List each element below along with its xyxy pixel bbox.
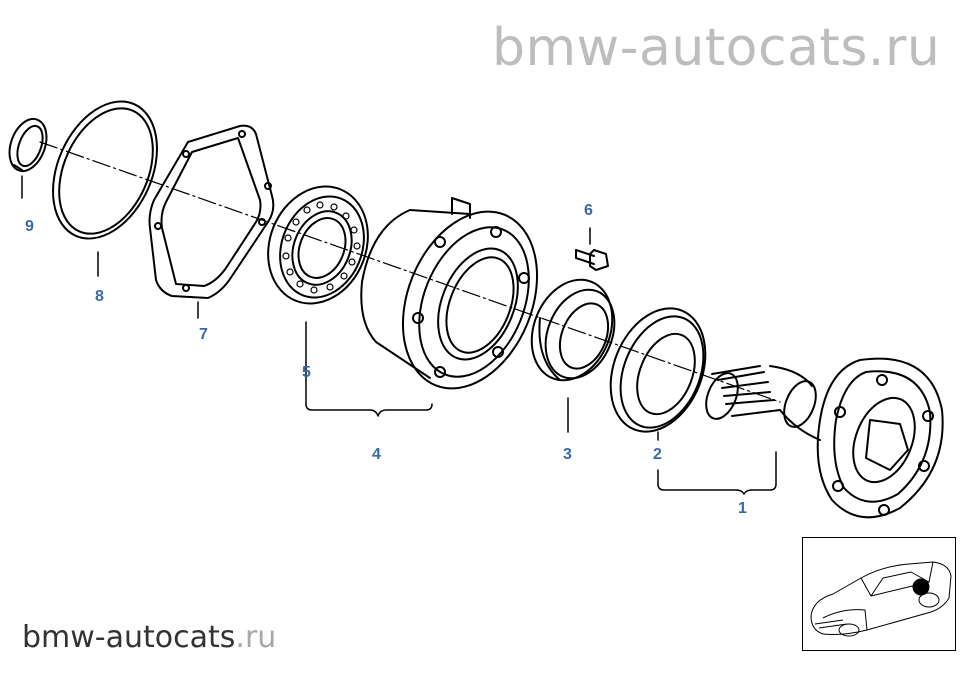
callout-6[interactable]: 6 (584, 202, 593, 219)
leader-lines (21, 175, 777, 495)
center-axis (39, 141, 781, 403)
callout-8[interactable]: 8 (95, 288, 104, 305)
callout-5[interactable]: 5 (302, 364, 311, 381)
watermark-bottom: bmw-autocats.ru (22, 620, 276, 655)
car-location-thumbnail (802, 537, 956, 651)
part-5-ball-bearing[interactable] (251, 171, 385, 318)
callout-9[interactable]: 9 (25, 218, 34, 235)
callout-3[interactable]: 3 (563, 446, 572, 463)
watermark-brand: bmw-autocats (22, 620, 236, 655)
part-3-shaft-seal[interactable] (517, 268, 627, 393)
watermark-tld: .ru (235, 620, 277, 655)
part-8-o-ring[interactable] (33, 85, 177, 255)
part-9-snap-ring[interactable] (3, 114, 53, 176)
car-location-icon (810, 561, 952, 637)
part-7-gasket[interactable] (148, 124, 275, 299)
callout-2[interactable]: 2 (653, 446, 662, 463)
part-2-spacer-ring[interactable] (593, 294, 723, 446)
watermark-top: bmw-autocats.ru (492, 18, 941, 78)
callout-4[interactable]: 4 (372, 446, 381, 463)
callout-1[interactable]: 1 (738, 500, 747, 517)
part-1-output-flange[interactable] (700, 357, 944, 519)
callout-7[interactable]: 7 (199, 326, 208, 343)
part-6-bolt[interactable] (575, 249, 609, 271)
part-4-bearing-housing[interactable] (360, 191, 562, 408)
